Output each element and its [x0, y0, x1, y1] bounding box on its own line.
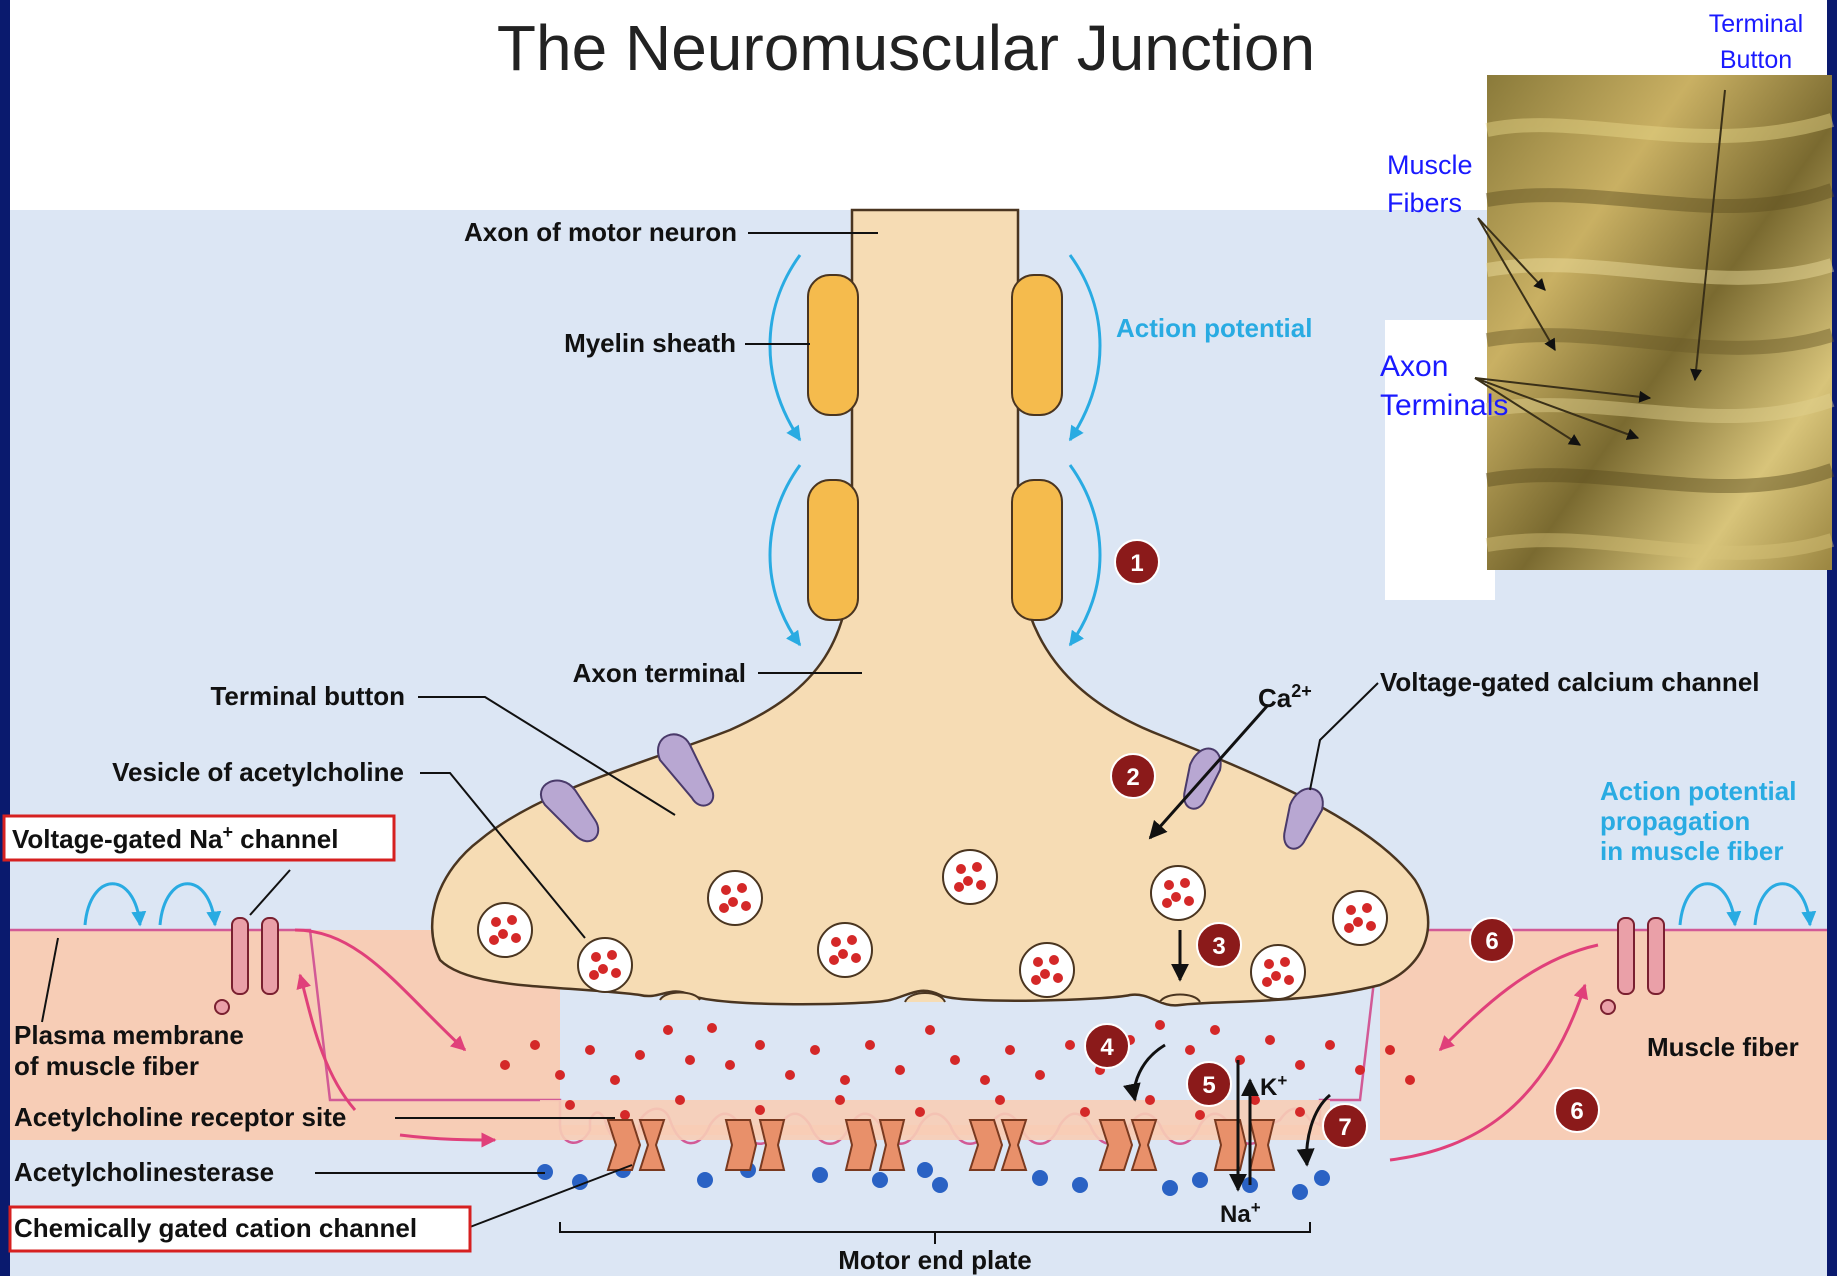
myelin-segment-right-lower — [1012, 480, 1062, 620]
photo-label-axon-terminals-line2: Terminals — [1380, 389, 1508, 422]
step-number: 2 — [1126, 764, 1139, 791]
na-channel-gate-right — [1601, 1000, 1615, 1014]
label-acetylcholine-receptor-site: Acetylcholine receptor site — [14, 1102, 346, 1132]
label-muscle-fiber: Muscle fiber — [1647, 1032, 1799, 1062]
step-number: 1 — [1130, 550, 1143, 577]
step-badge-6-lower: 6 — [1555, 1088, 1599, 1132]
label-voltage-gated-calcium-channel: Voltage-gated calcium channel — [1380, 667, 1760, 697]
vesicle — [578, 938, 632, 992]
label-terminal-button: Terminal button — [210, 681, 405, 711]
label-plasma-membrane-line2: of muscle fiber — [14, 1051, 199, 1081]
photo-label-terminal-button-line2: Button — [1720, 46, 1792, 74]
step-number: 7 — [1338, 1114, 1351, 1141]
vesicle — [818, 923, 872, 977]
step-number: 4 — [1100, 1034, 1114, 1061]
na-channel-left-a — [232, 918, 248, 994]
photo-label-muscle-fibers-line2: Fibers — [1387, 188, 1462, 218]
label-ap-propagation-line1: Action potential — [1600, 776, 1796, 806]
na-channel-right-a — [1618, 918, 1634, 994]
step-number: 3 — [1212, 933, 1225, 960]
vesicle — [478, 903, 532, 957]
label-motor-end-plate: Motor end plate — [838, 1245, 1032, 1275]
step-number: 6 — [1570, 1098, 1583, 1125]
label-ap-propagation-line2: propagation — [1600, 806, 1750, 836]
step-number: 5 — [1202, 1072, 1215, 1099]
label-axon-terminal: Axon terminal — [573, 658, 746, 688]
label-ap-propagation-line3: in muscle fiber — [1600, 836, 1784, 866]
step-number: 6 — [1485, 928, 1498, 955]
vesicle — [1020, 943, 1074, 997]
label-acetylcholinesterase: Acetylcholinesterase — [14, 1157, 274, 1187]
label-chemically-gated-cation-channel: Chemically gated cation channel — [14, 1213, 417, 1243]
label-voltage-gated-na-channel: Voltage-gated Na+ channel — [12, 822, 338, 854]
step-badge-6-upper: 6 — [1470, 918, 1514, 962]
vesicle — [1151, 866, 1205, 920]
myelin-segment-left-lower — [808, 480, 858, 620]
vesicle — [708, 871, 762, 925]
step-badge-7: 7 — [1323, 1104, 1367, 1148]
step-badge-3: 3 — [1197, 923, 1241, 967]
label-vesicle-acetylcholine: Vesicle of acetylcholine — [112, 757, 404, 787]
myelin-segment-left-upper — [808, 275, 858, 415]
label-axon-motor-neuron: Axon of motor neuron — [464, 217, 737, 247]
photo-label-terminal-button-line1: Terminal — [1709, 10, 1803, 38]
step-badge-2: 2 — [1111, 754, 1155, 798]
label-action-potential: Action potential — [1116, 313, 1312, 343]
vesicle — [943, 850, 997, 904]
photo-label-muscle-fibers-line1: Muscle — [1387, 150, 1473, 180]
na-channel-left-b — [262, 918, 278, 994]
step-badge-4: 4 — [1085, 1024, 1129, 1068]
na-channel-right-b — [1648, 918, 1664, 994]
photo-label-axon-terminals-line1: Axon — [1380, 350, 1448, 383]
page-title: The Neuromuscular Junction — [497, 12, 1315, 84]
vesicle — [1333, 891, 1387, 945]
label-myelin-sheath: Myelin sheath — [564, 328, 736, 358]
left-frame-edge — [0, 0, 10, 1276]
step-badge-5: 5 — [1187, 1062, 1231, 1106]
vesicle — [1251, 945, 1305, 999]
myelin-segment-right-upper — [1012, 275, 1062, 415]
label-plasma-membrane-line1: Plasma membrane — [14, 1020, 244, 1050]
na-channel-gate-left — [215, 1000, 229, 1014]
step-badge-1: 1 — [1115, 540, 1159, 584]
